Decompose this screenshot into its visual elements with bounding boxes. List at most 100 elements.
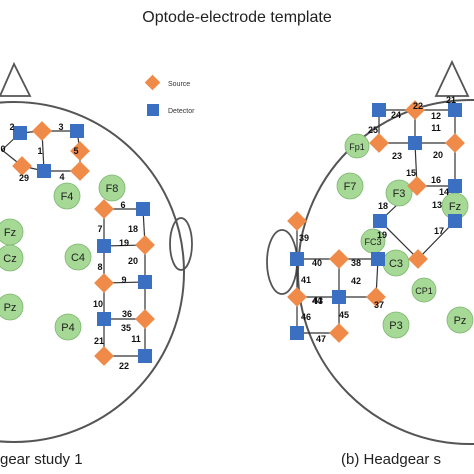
channel-number: 39 (299, 233, 309, 243)
source-optode (366, 287, 386, 307)
electrode-fp1 (344, 133, 370, 159)
channel-number: 38 (351, 258, 361, 268)
channel-number: 7 (97, 224, 102, 234)
channel-number: 22 (119, 361, 129, 371)
detector-optode (372, 103, 386, 117)
channel-number: 23 (392, 151, 402, 161)
electrode-cz (0, 244, 24, 272)
channel-number: 37 (374, 300, 384, 310)
electrode-label: Fz (449, 201, 461, 213)
electrode-label: C3 (389, 258, 403, 270)
electrode-label: P4 (61, 322, 74, 334)
channel-number: 21 (446, 95, 456, 105)
channel-number: 35 (121, 323, 131, 333)
source-optode (135, 235, 155, 255)
channel-number: 12 (431, 111, 441, 121)
source-optode (408, 249, 428, 269)
electrode-cp1 (411, 277, 437, 303)
channel-number: 18 (128, 224, 138, 234)
electrode-label: CP1 (415, 286, 433, 296)
electrode-pz (446, 306, 474, 334)
electrode-label: Pz (454, 315, 467, 327)
channel-number: 10 (93, 299, 103, 309)
detector-optode (97, 312, 111, 326)
detector-optode (408, 136, 422, 150)
channel-number: 0 (0, 144, 5, 154)
detector-optode (290, 252, 304, 266)
detector-optode (138, 349, 152, 363)
channel-number: 20 (433, 150, 443, 160)
channel-number: 11 (131, 334, 141, 344)
legend-source-label: Source (168, 81, 190, 88)
electrode-label: Pz (4, 302, 17, 314)
electrode-label: F3 (393, 188, 406, 200)
channel-number: 43 (313, 296, 323, 306)
source-optode (369, 133, 389, 153)
electrode-label: Fp1 (349, 142, 365, 152)
optodes (12, 100, 465, 366)
left-nose (0, 61, 32, 97)
channel-number: 42 (351, 276, 361, 286)
legend: Source Detector (144, 74, 195, 116)
detector-optode (448, 179, 462, 193)
legend-source-marker (144, 74, 161, 91)
electrode-p3 (382, 311, 410, 339)
electrode-label: P3 (389, 320, 402, 332)
channel-number: 29 (19, 173, 29, 183)
source-optode (94, 273, 114, 293)
electrode-label: C4 (71, 252, 85, 264)
detector-optode (371, 252, 385, 266)
source-optode (407, 176, 427, 196)
channel-number: 25 (368, 125, 378, 135)
source-optode (287, 211, 307, 231)
channel-number: 24 (391, 110, 401, 120)
electrode-pz (0, 293, 24, 321)
detector-optode (448, 214, 462, 228)
channel-number: 44 (312, 296, 322, 306)
right-nose (434, 59, 470, 97)
source-optode (287, 287, 307, 307)
electrode-label: FC3 (364, 237, 381, 247)
channel-number: 13 (432, 200, 442, 210)
left-head (0, 61, 193, 443)
source-optode (94, 199, 114, 219)
legend-detector-marker (147, 104, 159, 116)
source-optode (70, 141, 90, 161)
legend-detector-label: Detector (168, 108, 195, 115)
detector-optode (37, 164, 51, 178)
channel-number: 15 (406, 168, 416, 178)
left-head-outline (0, 101, 185, 443)
channel-number: 11 (431, 123, 441, 133)
channel-number: 17 (434, 226, 444, 236)
source-optode (445, 133, 465, 153)
channel-number: 1 (37, 146, 42, 156)
detector-optode (97, 239, 111, 253)
source-optode (135, 309, 155, 329)
channel-number: 47 (316, 334, 326, 344)
channel-number: 6 (120, 200, 125, 210)
diagram-title: Optode-electrode template (142, 9, 332, 26)
channel-number: 16 (431, 175, 441, 185)
channel-number: 4 (59, 172, 64, 182)
detector-optode (13, 126, 27, 140)
electrode-label: Cz (3, 253, 16, 265)
channel-number: 20 (128, 256, 138, 266)
channel-number: 22 (413, 101, 423, 111)
source-optode (329, 249, 349, 269)
electrode-label: F4 (61, 191, 74, 203)
source-optode (70, 161, 90, 181)
electrode-label: F8 (106, 183, 119, 195)
source-optode (405, 100, 425, 120)
caption-b: (b) Headgear s (341, 451, 441, 468)
channel-number: 14 (439, 187, 449, 197)
channel-number: 2 (9, 122, 14, 132)
electrode-p4 (54, 313, 82, 341)
electrode-f7 (336, 172, 364, 200)
electrode-f4 (53, 182, 81, 210)
channel-number: 45 (339, 310, 349, 320)
channel-number: 46 (301, 312, 311, 322)
detector-optode (448, 103, 462, 117)
